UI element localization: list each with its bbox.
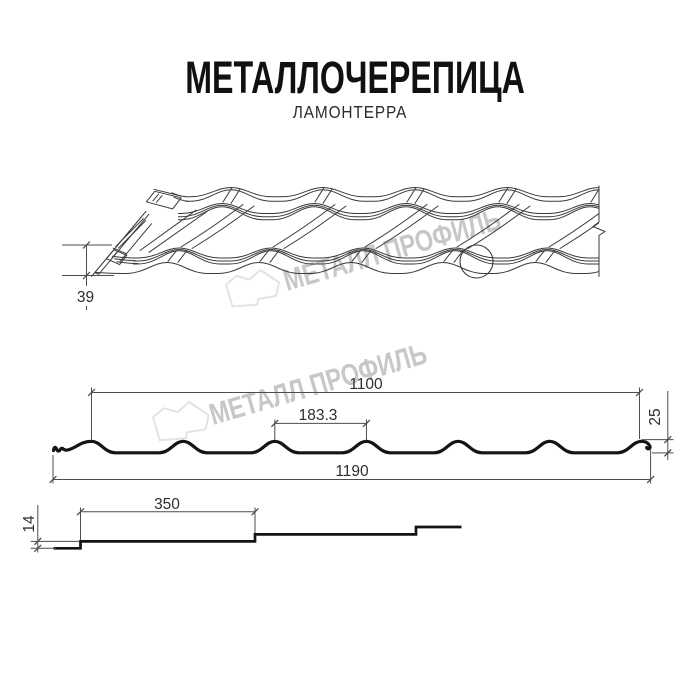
dimension-350-label: 350 xyxy=(154,496,180,513)
dimension-1100 xyxy=(87,387,644,440)
back-edge-wave-band xyxy=(185,187,599,202)
break-line xyxy=(592,185,606,277)
detail-circle xyxy=(459,244,494,279)
watermark-logo-house xyxy=(152,401,210,442)
longitudinal-step-view xyxy=(30,505,462,553)
dimension-14-label: 14 xyxy=(21,515,38,533)
dimension-1190 xyxy=(49,450,655,484)
dimension-25 xyxy=(641,391,674,460)
dimension-39-label: 39 xyxy=(77,289,94,306)
page-title: МЕТАЛЛОЧЕРЕПИЦА xyxy=(185,54,525,103)
step-profile-line xyxy=(53,525,462,550)
tile-sheet-lines xyxy=(94,187,599,274)
front-step-wave-band xyxy=(133,247,599,265)
dimension-39 xyxy=(62,241,114,310)
front-cut-edge xyxy=(121,262,599,274)
dimension-183.3-label: 183.3 xyxy=(299,407,338,424)
dimension-14 xyxy=(30,505,79,553)
section-profile-line xyxy=(51,439,652,455)
middle-step-wave-band xyxy=(178,203,599,221)
dimension-350 xyxy=(76,507,259,540)
watermark-layer: МЕТАЛЛ ПРОФИЛЬ МЕТАЛЛ ПРОФИЛЬ xyxy=(152,203,505,442)
dimension-1190-label: 1190 xyxy=(335,463,369,480)
cross-section-view xyxy=(49,387,674,484)
page-subtitle: ЛАМОНТЕРРА xyxy=(293,103,407,122)
watermark-logo-house xyxy=(225,269,280,308)
perspective-view xyxy=(62,185,606,310)
dimension-183.3 xyxy=(270,419,371,440)
dimension-25-label: 25 xyxy=(647,408,664,425)
dimension-1100-label: 1100 xyxy=(349,376,383,393)
